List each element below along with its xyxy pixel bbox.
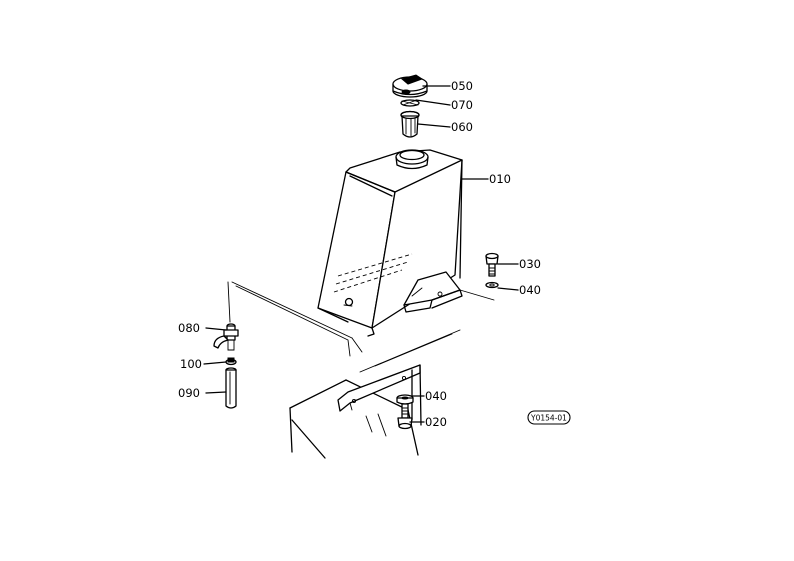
label-070: 070 [451,98,473,112]
washer-040-lower [396,394,414,405]
frame-base [289,329,461,459]
label-060: 060 [451,120,473,134]
label-090: 090 [178,386,200,400]
drawing-code-badge: Y0154-01 [527,410,571,425]
mounting-bracket [337,364,422,437]
label-030: 030 [519,257,541,271]
drawing-code: Y0154-01 [530,414,567,423]
leader-lines [203,85,519,423]
fuel-tank [317,149,463,337]
label-080: 080 [178,321,200,335]
bolt-030 [485,252,499,277]
label-040-upper: 040 [519,283,541,297]
label-100: 100 [180,357,202,371]
label-020: 020 [425,415,447,429]
fuel-cock [213,323,239,351]
leader-foot [459,289,495,301]
label-050: 050 [451,79,473,93]
washer-040-upper [485,281,499,289]
label-010: 010 [489,172,511,186]
fuel-line [227,281,363,357]
tank-cap [392,74,428,98]
hose-clamp [225,357,237,366]
bolt-020 [397,403,413,430]
fuel-strainer [400,110,420,138]
fuel-filter [225,367,237,409]
label-040-lower: 040 [425,389,447,403]
cap-gasket [400,99,420,107]
